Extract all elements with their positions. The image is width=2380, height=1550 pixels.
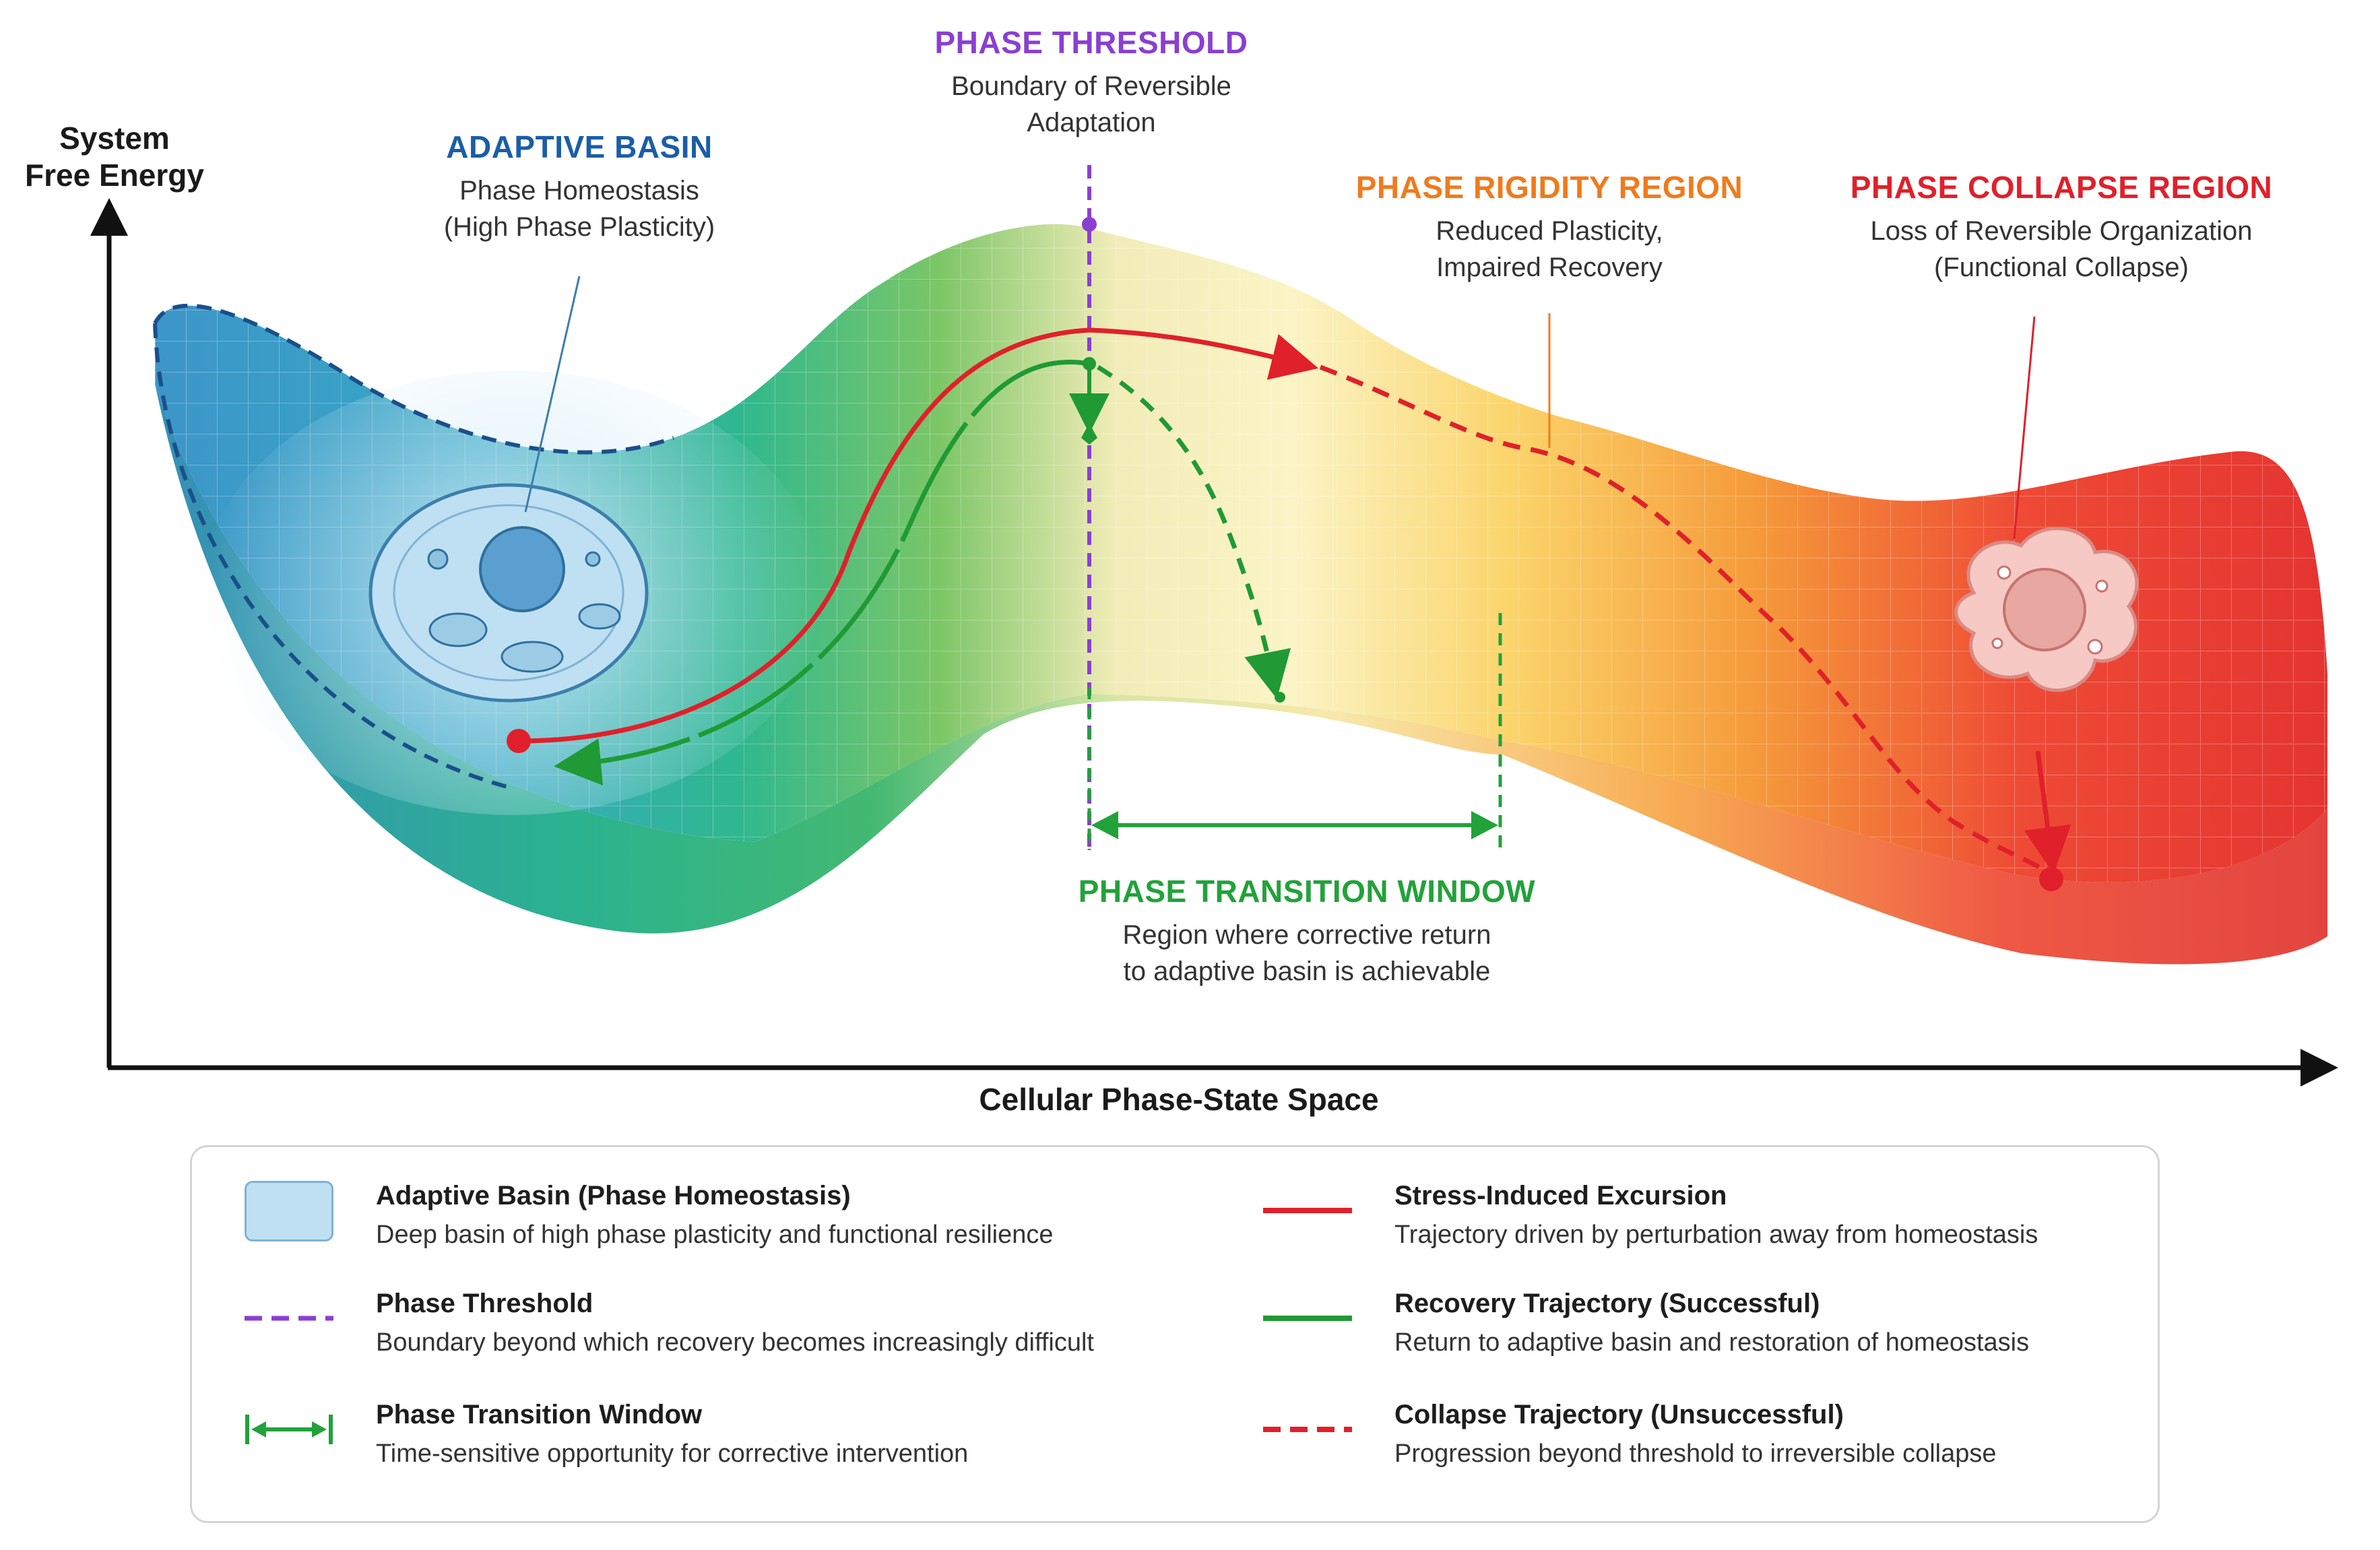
legend-text-basin: Adaptive Basin (Phase Homeostasis) Deep …: [376, 1181, 1171, 1250]
transition-window-line2: to adaptive basin is achievable: [1123, 956, 1491, 986]
adaptive-basin-line2: (High Phase Plasticity): [443, 212, 715, 242]
window-end-point: [1275, 692, 1285, 703]
legend-title: Stress-Induced Excursion: [1394, 1181, 1727, 1210]
collapse-end-point: [2039, 867, 2063, 891]
legend-swatch-window: [245, 1415, 333, 1444]
legend-title: Recovery Trajectory (Successful): [1394, 1289, 1820, 1318]
y-axis-label-line1: System: [59, 121, 170, 156]
phase-threshold-line1: Boundary of Reversible: [951, 71, 1231, 101]
rigidity-region-line2: Impaired Recovery: [1436, 252, 1663, 282]
legend-text-stress: Stress-Induced Excursion Trajectory driv…: [1394, 1181, 2189, 1250]
collapse-region-line1: Loss of Reversible Organization: [1870, 216, 2253, 246]
transition-window-line1: Region where corrective return: [1122, 919, 1491, 950]
basin-leader-line: [524, 276, 581, 513]
collapse-arrow: [2024, 750, 2071, 874]
rigidity-region-line1: Reduced Plasticity,: [1436, 216, 1663, 246]
collapse-region-title: PHASE COLLAPSE REGION: [1850, 170, 2273, 205]
legend-swatch-collapse: [1263, 1427, 1352, 1432]
legend-desc: Progression beyond threshold to irrevers…: [1394, 1440, 1997, 1468]
x-axis-label: Cellular Phase-State Space: [979, 1082, 1379, 1117]
adaptive-basin-line1: Phase Homeostasis: [459, 175, 699, 205]
y-axis-label-line2: Free Energy: [25, 158, 204, 193]
recovery-marker: [1081, 423, 1097, 445]
legend-title: Phase Threshold: [376, 1289, 593, 1318]
window-descent-trajectory: [1097, 365, 1291, 699]
legend-swatch-basin: [245, 1181, 333, 1241]
legend-desc: Trajectory driven by perturbation away f…: [1394, 1221, 2038, 1249]
legend-desc: Return to adaptive basin and restoration…: [1394, 1328, 2030, 1357]
adaptive-basin-title: ADAPTIVE BASIN: [446, 129, 713, 164]
rigidity-region-label: PHASE RIGIDITY REGION Reduced Plasticity…: [1314, 168, 1785, 284]
transition-window-arrow-right: [1471, 811, 1498, 839]
adaptive-basin-outline: [153, 303, 675, 790]
legend-text-collapse: Collapse Trajectory (Unsuccessful) Progr…: [1394, 1400, 2189, 1468]
phase-threshold-title: PHASE THRESHOLD: [934, 25, 1248, 60]
legend-text-recovery: Recovery Trajectory (Successful) Return …: [1394, 1289, 2189, 1357]
legend-swatch-recovery: [1263, 1316, 1352, 1321]
legend-text-window: Phase Transition Window Time-sensitive o…: [376, 1400, 1171, 1468]
healthy-cell-illustration: [368, 483, 649, 703]
legend-panel: Adaptive Basin (Phase Homeostasis) Deep …: [190, 1145, 2160, 1523]
landscape-front-wall: [155, 384, 2327, 965]
legend-desc: Boundary beyond which recovery becomes i…: [376, 1328, 1094, 1357]
collapsed-cell-illustration: [1954, 527, 2139, 692]
adaptive-basin-label: ADAPTIVE BASIN Phase Homeostasis (High P…: [377, 128, 781, 244]
legend-title: Adaptive Basin (Phase Homeostasis): [376, 1181, 851, 1210]
phase-threshold-label: PHASE THRESHOLD Boundary of Reversible A…: [876, 24, 1307, 139]
transition-window-title: PHASE TRANSITION WINDOW: [1078, 874, 1536, 909]
transition-window-arrow-left: [1091, 811, 1118, 839]
rigidity-region-title: PHASE RIGIDITY REGION: [1355, 170, 1743, 205]
threshold-peak-marker: [1082, 217, 1097, 232]
collapse-leader-line: [2013, 316, 2036, 540]
branch-point: [1083, 357, 1096, 370]
collapse-region-line2: (Functional Collapse): [1934, 252, 2189, 282]
legend-title: Collapse Trajectory (Unsuccessful): [1394, 1400, 1844, 1429]
legend-title: Phase Transition Window: [376, 1400, 703, 1429]
collapse-region-label: PHASE COLLAPSE REGION Loss of Reversible…: [1799, 168, 2324, 284]
legend-desc: Deep basin of high phase plasticity and …: [376, 1221, 1054, 1249]
phase-threshold-line2: Adaptation: [1027, 107, 1156, 137]
y-axis-label: System Free Energy: [13, 120, 216, 194]
homeostasis-start-point: [507, 729, 531, 753]
energy-landscape-diagram: [90, 165, 2338, 1087]
legend-swatch-threshold: [245, 1316, 333, 1321]
transition-window-label: PHASE TRANSITION WINDOW Region where cor…: [1024, 872, 1590, 988]
stress-excursion-trajectory: [518, 327, 1319, 744]
legend-text-threshold: Phase Threshold Boundary beyond which re…: [376, 1289, 1171, 1357]
recovery-trajectory: [554, 360, 1090, 785]
legend-desc: Time-sensitive opportunity for correctiv…: [376, 1440, 969, 1468]
legend-swatch-stress: [1263, 1208, 1352, 1213]
